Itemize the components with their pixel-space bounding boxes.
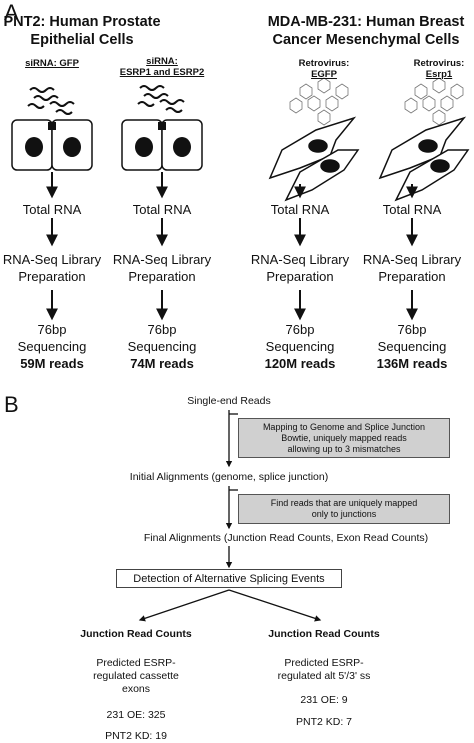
total-rna-col2: Total RNA [132, 202, 192, 217]
left-group-title-line1: PNT2: Human Prostate [3, 14, 161, 30]
reads-col2: 74M reads [130, 356, 194, 371]
mapping-box-line2: Bowtie, uniquely mapped reads [281, 432, 407, 443]
panel-a-letter: A [4, 0, 19, 25]
total-rna-col3: Total RNA [270, 202, 330, 217]
left-desc-line3: exons [121, 683, 151, 695]
left-desc-line2: regulated cassette [93, 670, 179, 682]
library-prep-col1-line2: Preparation [18, 269, 86, 284]
column-label-retrovirus-esrp1: Retrovirus: [413, 58, 465, 69]
library-prep-col1-line1: RNA-Seq Library [2, 252, 102, 267]
library-prep-col4-line2: Preparation [378, 269, 446, 284]
total-rna-col4: Total RNA [382, 202, 442, 217]
right-231-oe: 231 OE: 9 [300, 694, 348, 706]
sirna-squiggles-esrp [137, 85, 185, 113]
left-231-oe: 231 OE: 325 [106, 709, 166, 721]
mesenchymal-cells-esrp1 [378, 116, 470, 202]
epithelial-cells-gfp [11, 119, 93, 171]
panel-a-arrows [46, 172, 418, 321]
left-group-title-line2: Epithelial Cells [30, 32, 134, 48]
column-label-sirna: siRNA: [146, 56, 178, 67]
reads-col3: 120M reads [264, 356, 336, 371]
final-alignments: Final Alignments (Junction Read Counts, … [143, 532, 429, 544]
seq-col4-line2: Sequencing [377, 339, 447, 354]
seq-col1-line2: Sequencing [17, 339, 87, 354]
mapping-box: Mapping to Genome and Splice Junction Bo… [238, 418, 450, 458]
detection-box: Detection of Alternative Splicing Events [116, 569, 342, 588]
library-prep-col2-line2: Preparation [128, 269, 196, 284]
library-prep-col2-line1: RNA-Seq Library [112, 252, 212, 267]
seq-col3-line2: Sequencing [265, 339, 335, 354]
column-label-egfp: EGFP [311, 69, 337, 80]
retrovirus-particles-esrp1 [404, 77, 464, 126]
column-label-sirna-gfp: siRNA: GFP [25, 58, 79, 69]
single-end-reads: Single-end Reads [187, 395, 271, 407]
seq-col2-line2: Sequencing [127, 339, 197, 354]
panel-b-letter: B [4, 392, 19, 417]
retrovirus-particles-egfp [289, 77, 349, 126]
library-prep-col3-line1: RNA-Seq Library [250, 252, 350, 267]
right-pnt2-kd: PNT2 KD: 7 [295, 716, 353, 728]
epithelial-cells-esrp [121, 119, 203, 171]
seq-col1-line1: 76bp [37, 322, 67, 337]
right-group-title-line1: MDA-MB-231: Human Breast [267, 14, 465, 30]
left-junction-read-counts: Junction Read Counts [80, 628, 192, 640]
right-group-title-line2: Cancer Mesenchymal Cells [272, 32, 460, 48]
total-rna-col1: Total RNA [22, 202, 82, 217]
column-label-retrovirus-egfp: Retrovirus: [298, 58, 350, 69]
mapping-box-line1: Mapping to Genome and Splice Junction [262, 421, 426, 432]
left-desc-line1: Predicted ESRP- [96, 657, 176, 669]
initial-alignments: Initial Alignments (genome, splice junct… [129, 471, 329, 483]
sirna-squiggles-gfp [27, 87, 75, 115]
panel-b-flow [138, 410, 322, 622]
seq-col2-line1: 76bp [147, 322, 177, 337]
junction-filter-box-line2: only to junctions [311, 509, 377, 519]
seq-col4-line1: 76bp [397, 322, 427, 337]
library-prep-col4-line1: RNA-Seq Library [362, 252, 462, 267]
detection-box-label: Detection of Alternative Splicing Events [133, 572, 325, 585]
mesenchymal-cells-egfp [268, 116, 360, 202]
left-pnt2-kd: PNT2 KD: 19 [105, 730, 167, 742]
seq-col3-line1: 76bp [285, 322, 315, 337]
right-desc-line1: Predicted ESRP- [284, 657, 364, 669]
column-label-esrp1-esrp2: ESRP1 and ESRP2 [119, 67, 205, 78]
mapping-box-line3: allowing up to 3 mismatches [287, 443, 401, 454]
reads-col1: 59M reads [20, 356, 84, 371]
junction-filter-box: Find reads that are uniquely mapped only… [238, 494, 450, 524]
column-label-esrp1: Esrp1 [425, 69, 453, 80]
library-prep-col3-line2: Preparation [266, 269, 334, 284]
reads-col4: 136M reads [376, 356, 448, 371]
right-desc-line2: regulated alt 5'/3' ss [277, 670, 371, 682]
right-junction-read-counts: Junction Read Counts [268, 628, 380, 640]
junction-filter-box-line1: Find reads that are uniquely mapped [270, 498, 418, 508]
